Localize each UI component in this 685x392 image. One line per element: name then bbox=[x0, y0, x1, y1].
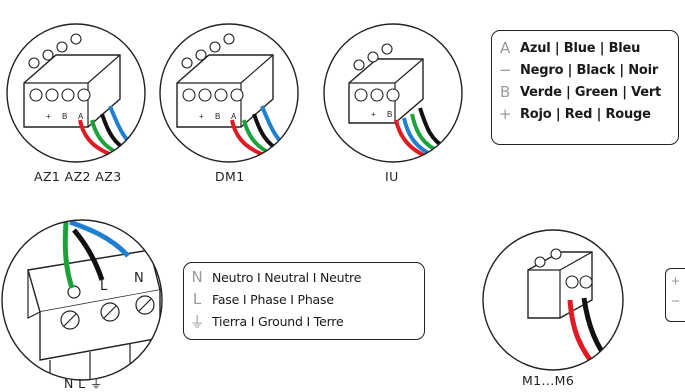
svg-text:B: B bbox=[387, 110, 392, 119]
legend-row: B Verde | Green | Vert bbox=[494, 81, 672, 103]
legend-text: Azul | Blue | Bleu bbox=[520, 40, 641, 56]
caption-iu: IU bbox=[385, 169, 399, 184]
caption-power: N L ⏚ bbox=[64, 376, 103, 391]
connector-modules bbox=[527, 248, 614, 370]
neutral-terminal-icon: N bbox=[191, 268, 203, 286]
plus-icon: + bbox=[671, 273, 680, 290]
legend-text: Negro | Black | Noir bbox=[520, 62, 659, 78]
caption-az: AZ1 AZ2 AZ3 bbox=[34, 169, 122, 184]
svg-text:A: A bbox=[78, 112, 84, 121]
bus-color-legend: A Azul | Blue | Bleu − Negro | Black | N… bbox=[491, 30, 679, 145]
svg-text:N: N bbox=[134, 271, 144, 286]
legend-row: ⏚ Tierra I Ground I Terre bbox=[186, 310, 418, 332]
legend-text: Tierra I Ground I Terre bbox=[212, 313, 344, 329]
connector-dm: + B A bbox=[176, 33, 290, 160]
svg-text:B: B bbox=[62, 112, 67, 121]
connector-iu: +B bbox=[348, 43, 447, 160]
svg-text:+: + bbox=[199, 112, 204, 121]
power-color-legend: N Neutro I Neutral I Neutre L Fase I Pha… bbox=[183, 262, 425, 340]
minus-icon: − bbox=[671, 293, 680, 310]
phase-terminal-icon: L bbox=[192, 290, 202, 308]
ground-icon: ⏚ bbox=[189, 312, 205, 331]
legend-text: Fase I Phase I Phase bbox=[212, 291, 334, 307]
minus-terminal-icon: − bbox=[498, 61, 512, 79]
svg-text:B: B bbox=[215, 112, 220, 121]
legend-row: − Negro | Black | Noir bbox=[494, 59, 672, 81]
svg-text:+: + bbox=[371, 110, 376, 119]
connector-power: LN bbox=[2, 220, 162, 380]
legend-row: A Azul | Blue | Bleu bbox=[494, 37, 672, 59]
a-terminal-icon: A bbox=[499, 39, 511, 57]
svg-text:A: A bbox=[231, 112, 237, 121]
module-polarity-legend: + − bbox=[665, 268, 685, 322]
legend-text: Rojo | Red | Rouge bbox=[520, 106, 651, 122]
caption-dm: DM1 bbox=[215, 169, 245, 184]
legend-row: + Rojo | Red | Rouge bbox=[494, 103, 672, 125]
legend-row: N Neutro I Neutral I Neutre bbox=[186, 266, 418, 288]
plus-terminal-icon: + bbox=[498, 105, 512, 123]
legend-text: Neutro I Neutral I Neutre bbox=[212, 269, 362, 285]
caption-modules: M1...M6 bbox=[522, 373, 575, 388]
svg-text:L: L bbox=[100, 279, 108, 294]
legend-row: L Fase I Phase I Phase bbox=[186, 288, 418, 310]
svg-text:+: + bbox=[46, 112, 51, 121]
legend-text: Verde | Green | Vert bbox=[520, 84, 662, 100]
connector-az: + B A bbox=[23, 33, 138, 160]
b-terminal-icon: B bbox=[499, 83, 511, 101]
